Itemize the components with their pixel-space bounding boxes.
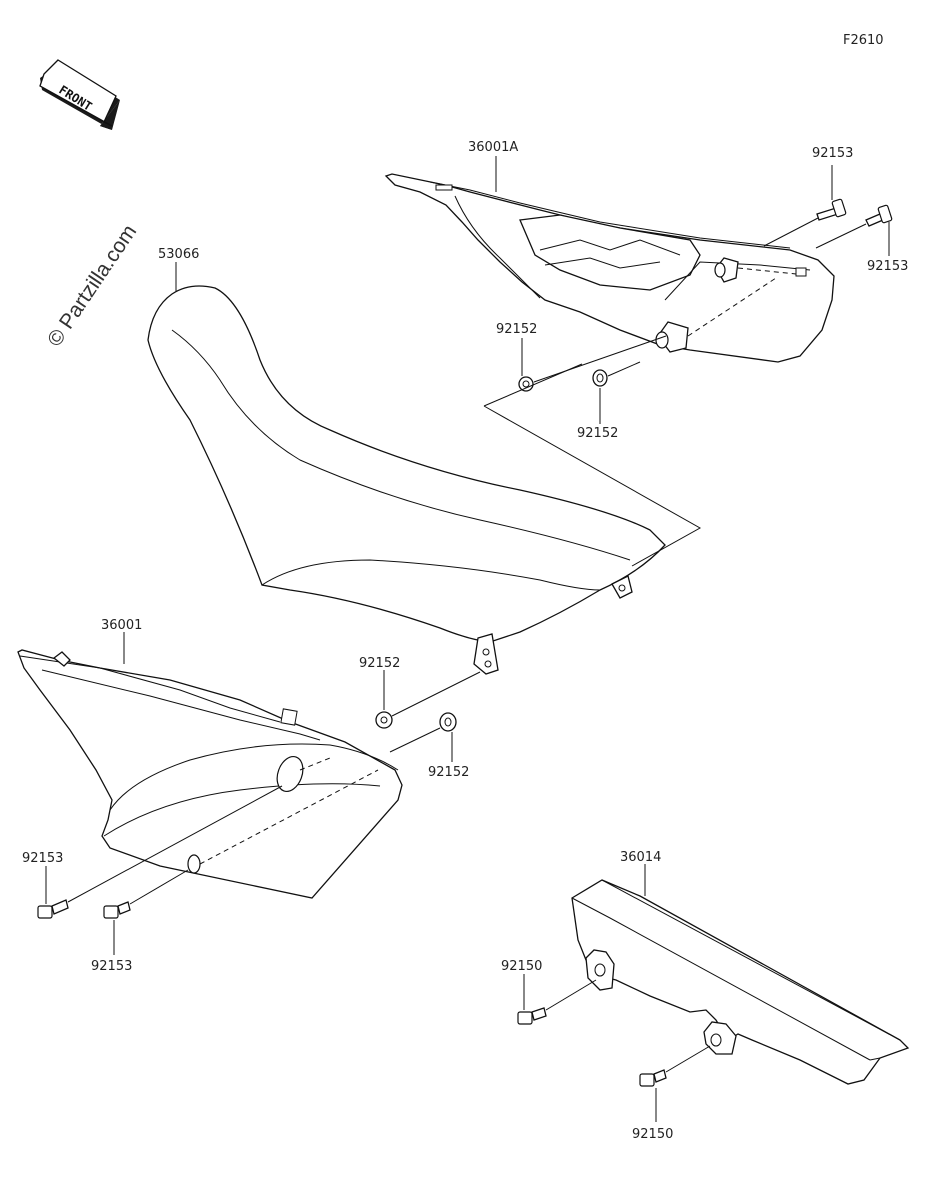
chain-guard[interactable] bbox=[571, 879, 910, 1085]
bolt-icon bbox=[865, 204, 893, 227]
seat-mount-bracket bbox=[611, 575, 633, 599]
right-side-cover[interactable] bbox=[384, 173, 835, 363]
left-side-cover[interactable] bbox=[17, 649, 403, 899]
cover-hole bbox=[187, 854, 201, 874]
grommet-upper bbox=[714, 257, 739, 283]
collar-icon bbox=[439, 712, 457, 732]
callout-seat[interactable]: 53066 bbox=[158, 247, 199, 262]
collar-icon bbox=[518, 376, 534, 392]
seat-mount-bracket bbox=[473, 633, 499, 675]
figure-code: F2610 bbox=[843, 33, 884, 48]
guard-mount-tab bbox=[703, 1021, 737, 1055]
callout-collar-rc-b[interactable]: 92152 bbox=[577, 426, 618, 441]
collar-icon bbox=[592, 369, 608, 387]
bolt-icon bbox=[103, 901, 131, 919]
cover-pin bbox=[795, 267, 807, 277]
callout-bolt-lc-b[interactable]: 92153 bbox=[91, 959, 132, 974]
cover-hole bbox=[276, 755, 304, 793]
callout-collar-lc-a[interactable]: 92152 bbox=[359, 656, 400, 671]
callout-bolt-rc-b[interactable]: 92153 bbox=[867, 259, 908, 274]
callout-chain-guard[interactable]: 36014 bbox=[620, 850, 661, 865]
bolt-icon bbox=[816, 198, 847, 221]
collar-icon bbox=[375, 711, 393, 729]
bolt-icon bbox=[37, 899, 69, 919]
callout-bolt-lc-a[interactable]: 92153 bbox=[22, 851, 63, 866]
callout-collar-rc-a[interactable]: 92152 bbox=[496, 322, 537, 337]
front-arrow-icon: FRONT bbox=[39, 59, 120, 130]
bolt-icon bbox=[639, 1069, 667, 1087]
alignment-line bbox=[737, 267, 797, 275]
callout-collar-lc-b[interactable]: 92152 bbox=[428, 765, 469, 780]
callout-bolt-cg-b[interactable]: 92150 bbox=[632, 1127, 673, 1142]
guard-mount-tab bbox=[585, 949, 615, 991]
callout-left-side-cover[interactable]: 36001 bbox=[101, 618, 142, 633]
callout-bolt-cg-a[interactable]: 92150 bbox=[501, 959, 542, 974]
callout-bolt-rc-a[interactable]: 92153 bbox=[812, 146, 853, 161]
callout-right-side-cover[interactable]: 36001A bbox=[468, 140, 518, 155]
watermark: © Partzilla.com bbox=[43, 221, 141, 351]
bolt-icon bbox=[517, 1007, 547, 1025]
seat[interactable] bbox=[147, 285, 666, 675]
